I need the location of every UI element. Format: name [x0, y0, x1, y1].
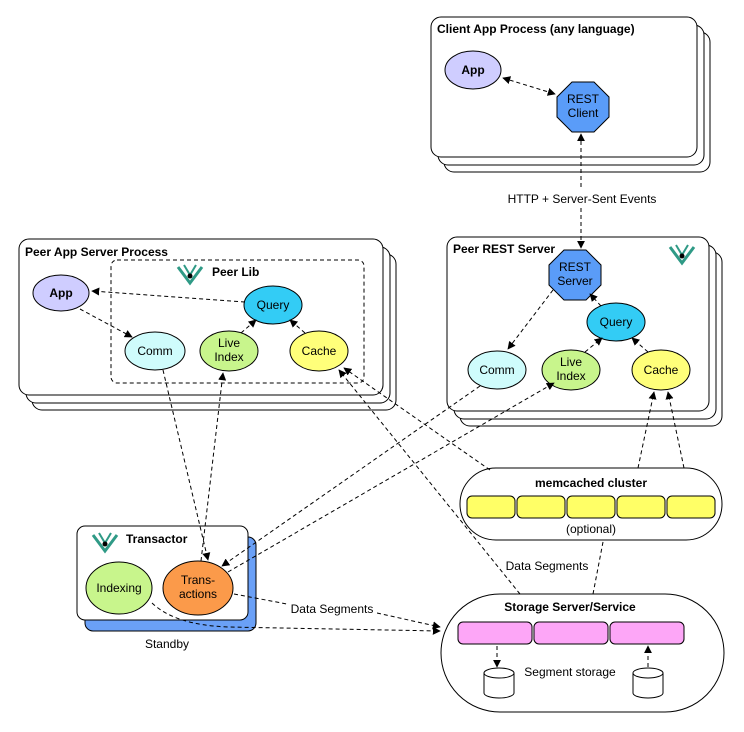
edge-transactions-live: [200, 372, 227, 562]
edge-storage-peercache: [338, 369, 521, 595]
rest-live-label-2: Index: [556, 369, 585, 383]
indexing-node[interactable]: [85, 561, 153, 615]
transactions-label-1: Trans-: [181, 573, 215, 587]
peer-query-label: Query: [257, 298, 290, 312]
edge-restserver-comm: [507, 289, 554, 350]
peer-lib-logo-icon: [176, 264, 204, 286]
peer-query-node[interactable]: [243, 285, 303, 325]
segment-block-2: [533, 621, 609, 645]
rest-comm-node[interactable]: [467, 350, 527, 390]
indexing-label: Indexing: [96, 581, 141, 595]
peer-rest-server: Peer REST Server REST Server Query Comm …: [446, 236, 723, 427]
rest-client-node[interactable]: [556, 81, 610, 133]
storage-title: Storage Server/Service: [504, 600, 636, 614]
rest-client-label-1: REST: [567, 92, 600, 106]
peer-app-label: App: [49, 286, 72, 300]
rest-server-node[interactable]: [548, 249, 602, 301]
client-app-process: Client App Process (any language) App RE…: [430, 16, 711, 173]
peer-comm-node[interactable]: [124, 331, 186, 371]
peer-comm-label: Comm: [137, 344, 172, 358]
edges: [79, 76, 685, 668]
peer-rest-title: Peer REST Server: [453, 242, 555, 256]
edge-indexing-storage: [151, 602, 441, 635]
peer-lib-title: Peer Lib: [212, 265, 259, 279]
edge-label-storage: [376, 612, 441, 630]
peer-cache-label: Cache: [302, 344, 337, 358]
http-sse-label: HTTP + Server-Sent Events: [508, 192, 657, 206]
memcached-node-2: [516, 495, 566, 519]
rest-live-label-1: Live: [560, 355, 582, 369]
edge-memcached-restcache-2: [665, 391, 685, 469]
peer-app-title: Peer App Server Process: [25, 245, 168, 259]
peer-cache-node[interactable]: [289, 330, 349, 372]
peer-app-server-process: Peer App Server Process Peer Lib App Que…: [18, 238, 397, 411]
edge-cache-query: [631, 337, 649, 353]
right-disk-icon: [632, 667, 664, 699]
rest-cache-label: Cache: [644, 363, 679, 377]
segment-block-1: [457, 621, 533, 645]
rest-comm-label: Comm: [479, 363, 514, 377]
memcached-cluster: memcached cluster (optional): [459, 467, 723, 541]
peer-lib-boundary: [110, 259, 365, 384]
data-segments-label-2: Data Segments: [291, 602, 374, 616]
edge-memcached-restcache-1: [637, 391, 657, 469]
memcached-node-3: [566, 495, 616, 519]
edge-app-comm: [79, 308, 133, 338]
rest-query-label: Query: [600, 315, 633, 329]
rest-server-label-1: REST: [559, 260, 592, 274]
memcached-title: memcached cluster: [535, 476, 647, 490]
edge-labels: HTTP + Server-Sent Events Data Segments …: [287, 190, 662, 618]
standby-label: Standby: [145, 637, 189, 651]
peer-live-index-node[interactable]: [199, 330, 259, 372]
rest-server-label-2: Server: [557, 274, 592, 288]
memcached-node-5: [666, 495, 716, 519]
transactions-node[interactable]: [162, 560, 234, 616]
rest-live-index-node[interactable]: [541, 349, 601, 391]
transactions-label-2: actions: [179, 587, 217, 601]
peer-live-label-2: Index: [214, 350, 243, 364]
client-app-node[interactable]: [444, 50, 502, 90]
edge-query-restserver: [589, 293, 602, 307]
transactor: Transactor Indexing Trans- actions Stand…: [76, 525, 257, 651]
edge-comm-transactions: [162, 369, 211, 561]
client-app-label: App: [461, 63, 484, 77]
segment-block-3: [609, 621, 685, 645]
peer-app-node[interactable]: [32, 274, 90, 312]
left-disk-icon: [483, 667, 515, 699]
client-process-title: Client App Process (any language): [437, 22, 635, 36]
rest-cache-node[interactable]: [631, 349, 691, 391]
peer-live-label-1: Live: [218, 336, 240, 350]
edge-query-app: [91, 287, 246, 303]
memcached-note: (optional): [566, 522, 616, 536]
edge-cache-query-peer: [289, 319, 306, 334]
edge-transactions-label: [233, 593, 288, 605]
edge-live-query: [584, 337, 603, 353]
storage-service: Storage Server/Service Segment storage: [440, 593, 725, 713]
rest-query-node[interactable]: [586, 302, 646, 342]
edge-live-query-peer: [240, 319, 257, 334]
data-segments-label-1: Data Segments: [506, 559, 589, 573]
edge-memcached-peercache: [343, 367, 491, 471]
edge-restcomm-transactions: [221, 385, 481, 567]
memcached-node-4: [616, 495, 666, 519]
rest-client-label-2: Client: [568, 106, 599, 120]
edge-app-restclient: [502, 76, 556, 96]
transactor-logo-icon: [91, 532, 119, 554]
transactor-title: Transactor: [126, 532, 188, 546]
memcached-node-1: [466, 495, 516, 519]
peer-rest-logo-icon: [668, 244, 696, 266]
segment-storage-label: Segment storage: [524, 665, 616, 679]
edge-storage-memcached: [592, 541, 604, 595]
